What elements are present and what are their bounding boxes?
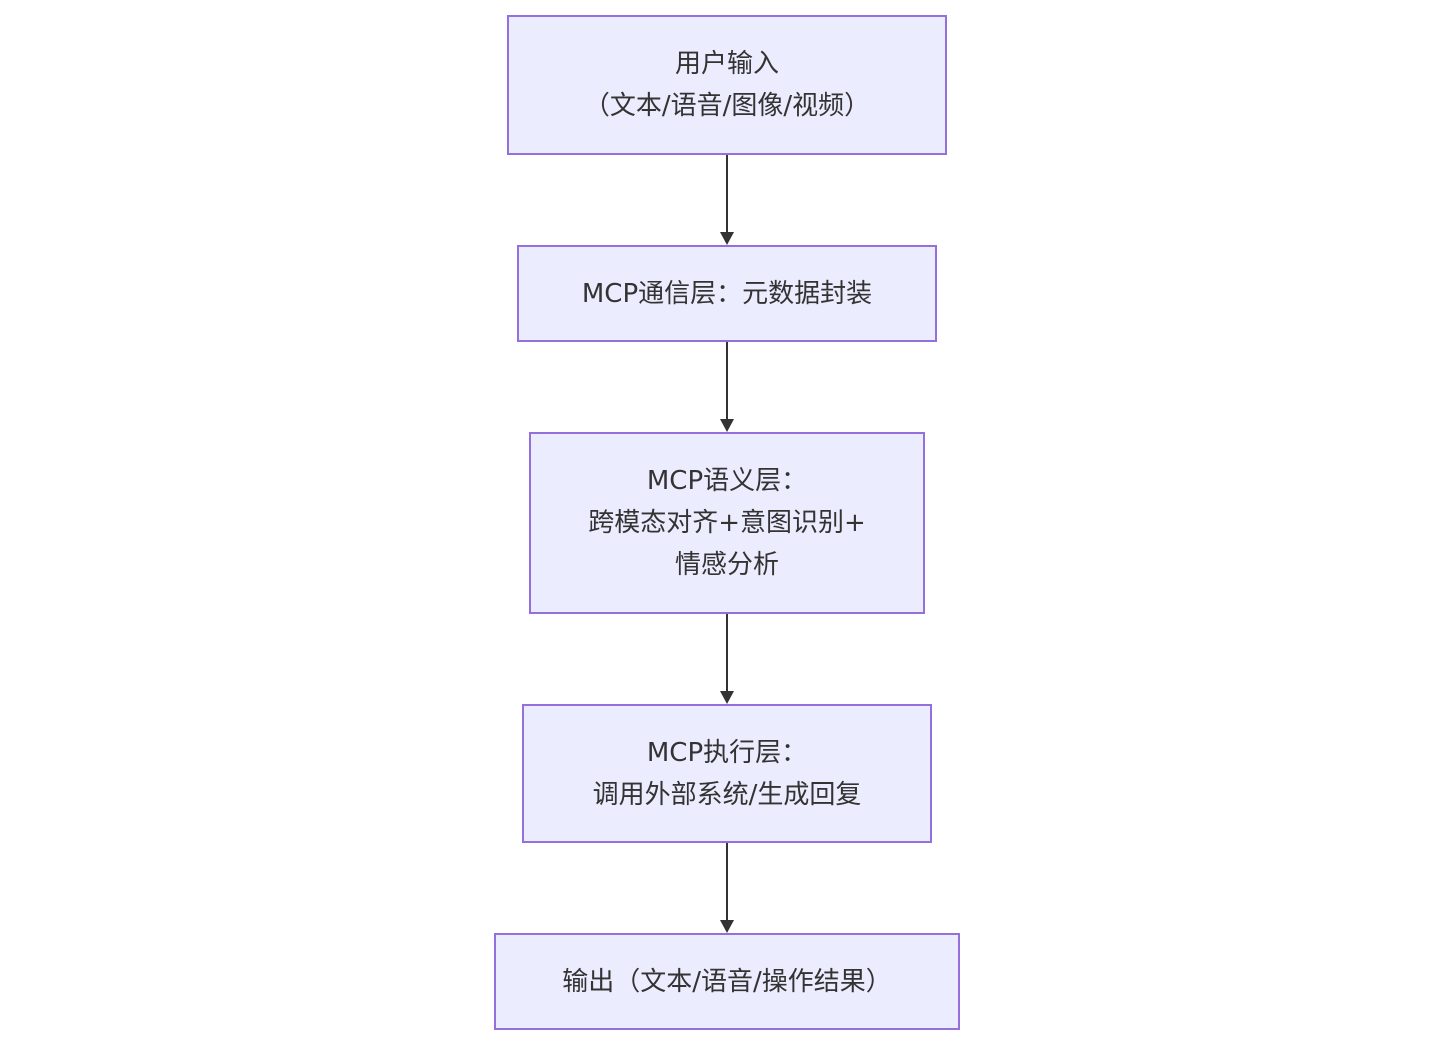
node-user-input: 用户输入 （文本/语音/图像/视频） — [507, 15, 947, 155]
node-mcp-semantic-layer-line-1: MCP语义层： — [646, 466, 808, 496]
node-mcp-exec-layer-line-2: 调用外部系统/生成回复 — [592, 779, 862, 810]
node-mcp-semantic-layer-line-3: 情感分析 — [674, 550, 779, 580]
edge-exec-output — [720, 843, 734, 933]
edge-input-comm — [720, 155, 734, 245]
node-mcp-exec-layer: MCP执行层： 调用外部系统/生成回复 — [522, 704, 932, 843]
node-user-input-line-1: 用户输入 — [674, 49, 779, 79]
node-mcp-semantic-layer-line-2: 跨模态对齐+意图识别+ — [588, 508, 866, 538]
node-user-input-line-2: （文本/语音/图像/视频） — [583, 91, 871, 121]
node-output: 输出（文本/语音/操作结果） — [494, 933, 960, 1030]
node-mcp-comm-layer: MCP通信层：元数据封装 — [517, 245, 937, 342]
edge-comm-semantic — [720, 342, 734, 432]
node-mcp-exec-layer-line-1: MCP执行层： — [646, 737, 808, 768]
node-mcp-semantic-layer: MCP语义层： 跨模态对齐+意图识别+ 情感分析 — [529, 432, 925, 614]
edge-semantic-exec — [720, 614, 734, 704]
node-mcp-comm-layer-line-1: MCP通信层：元数据封装 — [581, 278, 873, 309]
node-output-line-1: 输出（文本/语音/操作结果） — [562, 966, 892, 997]
